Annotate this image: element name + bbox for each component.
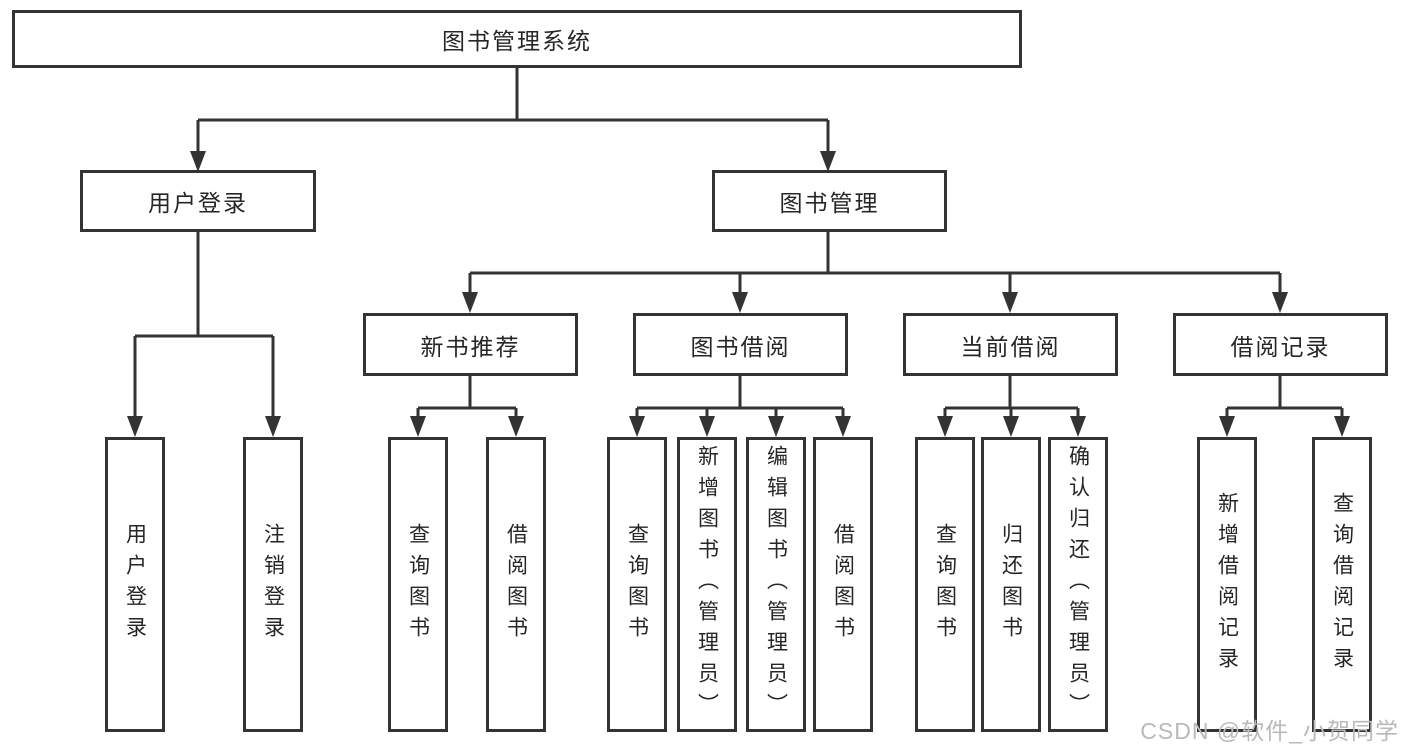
leaf-current-return-books: 归还图书	[981, 437, 1041, 732]
leaf-borrow-edit-books-admin: 编辑图书（管理员）	[746, 437, 806, 732]
node-current-borrow: 当前借阅	[903, 313, 1118, 376]
node-user-login-branch: 用户登录	[80, 170, 316, 232]
leaf-user-login: 用户登录	[105, 437, 165, 732]
node-new-book-recommend: 新书推荐	[363, 313, 578, 376]
leaf-current-query-books: 查询图书	[915, 437, 975, 732]
leaf-borrow-borrow-books: 借阅图书	[813, 437, 873, 732]
node-book-borrow: 图书借阅	[633, 313, 848, 376]
connector-new-book-recommend	[416, 376, 518, 419]
arrowheads	[127, 151, 1350, 437]
connector-current-borrow	[943, 376, 1080, 419]
node-borrow-records: 借阅记录	[1173, 313, 1388, 376]
connector-book-borrow	[635, 376, 845, 419]
csdn-watermark: CSDN @软件_小贺同学	[1140, 718, 1399, 744]
leaf-borrow-query-books: 查询图书	[607, 437, 667, 732]
leaf-records-add-record: 新增借阅记录	[1197, 437, 1257, 732]
node-book-management-branch: 图书管理	[712, 170, 947, 232]
connector-root	[196, 68, 830, 153]
leaf-recommend-borrow-books: 借阅图书	[486, 437, 546, 732]
leaf-current-confirm-return-admin: 确认归还（管理员）	[1048, 437, 1108, 732]
leaf-logout: 注销登录	[243, 437, 303, 732]
leaf-recommend-query-books: 查询图书	[388, 437, 448, 732]
leaf-records-query-record: 查询借阅记录	[1312, 437, 1372, 732]
connector-borrow-records	[1225, 376, 1344, 419]
leaf-borrow-add-books-admin: 新增图书（管理员）	[677, 437, 737, 732]
connector-book-management	[468, 232, 1282, 294]
connector-user-login	[133, 232, 275, 418]
node-library-management-system: 图书管理系统	[12, 10, 1022, 68]
